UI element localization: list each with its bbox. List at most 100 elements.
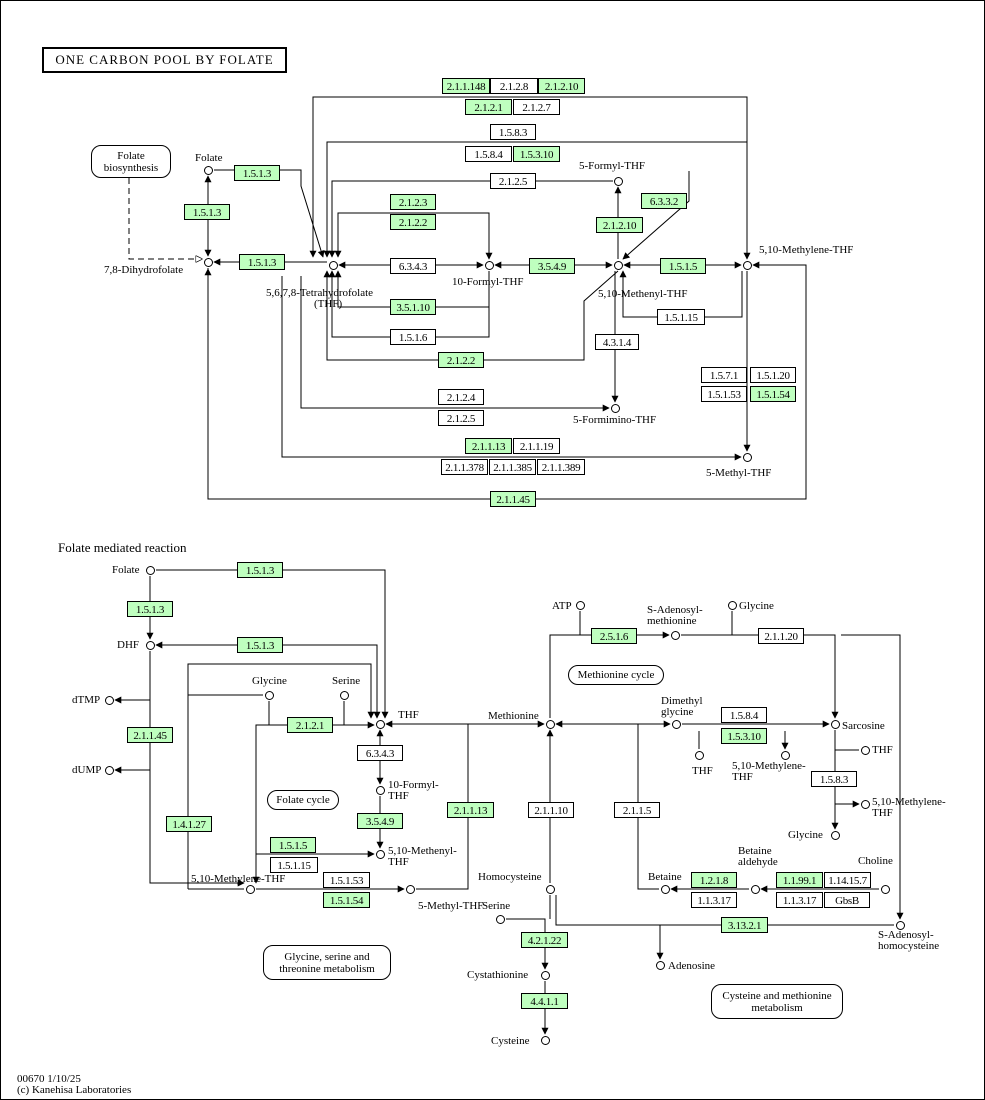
compound-node[interactable] [541, 971, 550, 980]
enzyme-box[interactable]: 2.1.1.20 [758, 628, 804, 644]
enzyme-box[interactable]: 1.5.1.53 [701, 386, 747, 402]
enzyme-box[interactable]: 2.1.1.13 [447, 802, 494, 818]
compound-node[interactable] [781, 751, 790, 760]
compound-node[interactable] [743, 453, 752, 462]
enzyme-box[interactable]: 3.5.4.9 [357, 813, 403, 829]
compound-node[interactable] [743, 261, 752, 270]
enzyme-box[interactable]: 2.1.2.2 [390, 214, 436, 230]
enzyme-box[interactable]: 1.5.8.4 [721, 707, 767, 723]
enzyme-box[interactable]: 2.1.2.10 [596, 217, 643, 233]
enzyme-box[interactable]: 1.1.99.1 [776, 872, 823, 888]
enzyme-box[interactable]: 4.2.1.22 [521, 932, 568, 948]
compound-node[interactable] [376, 850, 385, 859]
enzyme-box[interactable]: 2.1.1.19 [513, 438, 560, 454]
compound-node[interactable] [105, 766, 114, 775]
compound-node[interactable] [671, 631, 680, 640]
enzyme-box[interactable]: 3.5.4.9 [529, 258, 575, 274]
enzyme-box[interactable]: 3.13.2.1 [721, 917, 768, 933]
enzyme-box[interactable]: 2.1.1.5 [614, 802, 660, 818]
enzyme-box[interactable]: 1.5.1.6 [390, 329, 436, 345]
enzyme-box[interactable]: 1.4.1.27 [166, 816, 212, 832]
enzyme-box[interactable]: 4.4.1.1 [521, 993, 568, 1009]
enzyme-box[interactable]: 1.5.8.4 [465, 146, 512, 162]
compound-node[interactable] [881, 885, 890, 894]
enzyme-box[interactable]: 1.5.1.3 [237, 637, 283, 653]
enzyme-box[interactable]: 1.5.1.3 [237, 562, 283, 578]
compound-node[interactable] [614, 261, 623, 270]
enzyme-box[interactable]: 2.1.2.10 [538, 78, 585, 94]
enzyme-box[interactable]: 1.1.3.17 [776, 892, 823, 908]
enzyme-box[interactable]: 2.1.1.389 [537, 459, 585, 475]
compound-node[interactable] [546, 720, 555, 729]
enzyme-box[interactable]: 1.2.1.8 [691, 872, 737, 888]
enzyme-box[interactable]: 2.1.2.2 [438, 352, 484, 368]
pathway-map-link[interactable]: Folate cycle [267, 790, 339, 810]
enzyme-box[interactable]: 1.5.1.54 [750, 386, 796, 402]
enzyme-box[interactable]: 1.5.1.15 [270, 857, 318, 873]
compound-node[interactable] [246, 885, 255, 894]
enzyme-box[interactable]: 2.1.1.10 [528, 802, 574, 818]
enzyme-box[interactable]: 2.1.2.5 [490, 173, 536, 189]
enzyme-box[interactable]: 2.1.1.385 [489, 459, 536, 475]
compound-node[interactable] [340, 691, 349, 700]
enzyme-box[interactable]: 1.5.1.3 [234, 165, 280, 181]
compound-node[interactable] [611, 404, 620, 413]
compound-node[interactable] [376, 720, 385, 729]
enzyme-box[interactable]: 1.5.1.20 [750, 367, 796, 383]
enzyme-box[interactable]: 2.1.2.5 [438, 410, 484, 426]
enzyme-box[interactable]: 4.3.1.4 [595, 334, 639, 350]
enzyme-box[interactable]: 3.5.1.10 [390, 299, 436, 315]
enzyme-box[interactable]: 2.1.2.7 [513, 99, 560, 115]
compound-node[interactable] [541, 1036, 550, 1045]
enzyme-box[interactable]: 2.1.1.148 [442, 78, 490, 94]
enzyme-box[interactable]: 1.5.1.53 [323, 872, 370, 888]
enzyme-box[interactable]: 2.5.1.6 [591, 628, 637, 644]
compound-node[interactable] [728, 601, 737, 610]
enzyme-box[interactable]: 1.5.8.3 [490, 124, 536, 140]
compound-node[interactable] [546, 885, 555, 894]
compound-node[interactable] [861, 800, 870, 809]
pathway-map-link[interactable]: Cysteine and methionine metabolism [711, 984, 843, 1019]
compound-node[interactable] [376, 786, 385, 795]
compound-node[interactable] [485, 261, 494, 270]
enzyme-box[interactable]: 6.3.4.3 [390, 258, 436, 274]
compound-node[interactable] [204, 166, 213, 175]
enzyme-box[interactable]: 6.3.3.2 [641, 193, 687, 209]
enzyme-box[interactable]: 1.5.3.10 [513, 146, 560, 162]
compound-node[interactable] [204, 258, 213, 267]
enzyme-box[interactable]: 1.5.3.10 [721, 728, 767, 744]
enzyme-box[interactable]: GbsB [824, 892, 870, 908]
compound-node[interactable] [329, 261, 338, 270]
enzyme-box[interactable]: 2.1.2.3 [390, 194, 436, 210]
compound-node[interactable] [831, 831, 840, 840]
compound-node[interactable] [265, 691, 274, 700]
enzyme-box[interactable]: 2.1.1.378 [441, 459, 488, 475]
enzyme-box[interactable]: 1.5.1.3 [239, 254, 285, 270]
compound-node[interactable] [406, 885, 415, 894]
compound-node[interactable] [146, 641, 155, 650]
compound-node[interactable] [661, 885, 670, 894]
enzyme-box[interactable]: 1.5.1.3 [127, 601, 173, 617]
enzyme-box[interactable]: 1.5.1.5 [270, 837, 316, 853]
compound-node[interactable] [576, 601, 585, 610]
compound-node[interactable] [105, 696, 114, 705]
compound-node[interactable] [146, 566, 155, 575]
compound-node[interactable] [496, 915, 505, 924]
enzyme-box[interactable]: 1.5.1.5 [660, 258, 706, 274]
enzyme-box[interactable]: 2.1.1.45 [127, 727, 173, 743]
enzyme-box[interactable]: 2.1.2.8 [490, 78, 538, 94]
enzyme-box[interactable]: 1.1.3.17 [691, 892, 737, 908]
compound-node[interactable] [831, 720, 840, 729]
pathway-map-link[interactable]: Folate biosynthesis [91, 145, 171, 178]
enzyme-box[interactable]: 6.3.4.3 [357, 745, 403, 761]
enzyme-box[interactable]: 1.5.7.1 [701, 367, 747, 383]
enzyme-box[interactable]: 2.1.2.1 [287, 717, 333, 733]
enzyme-box[interactable]: 2.1.1.45 [490, 491, 536, 507]
enzyme-box[interactable]: 1.14.15.7 [824, 872, 871, 888]
compound-node[interactable] [672, 720, 681, 729]
compound-node[interactable] [656, 961, 665, 970]
enzyme-box[interactable]: 2.1.1.13 [465, 438, 512, 454]
enzyme-box[interactable]: 1.5.1.15 [657, 309, 705, 325]
enzyme-box[interactable]: 1.5.1.3 [184, 204, 230, 220]
pathway-map-link[interactable]: Methionine cycle [568, 665, 664, 685]
